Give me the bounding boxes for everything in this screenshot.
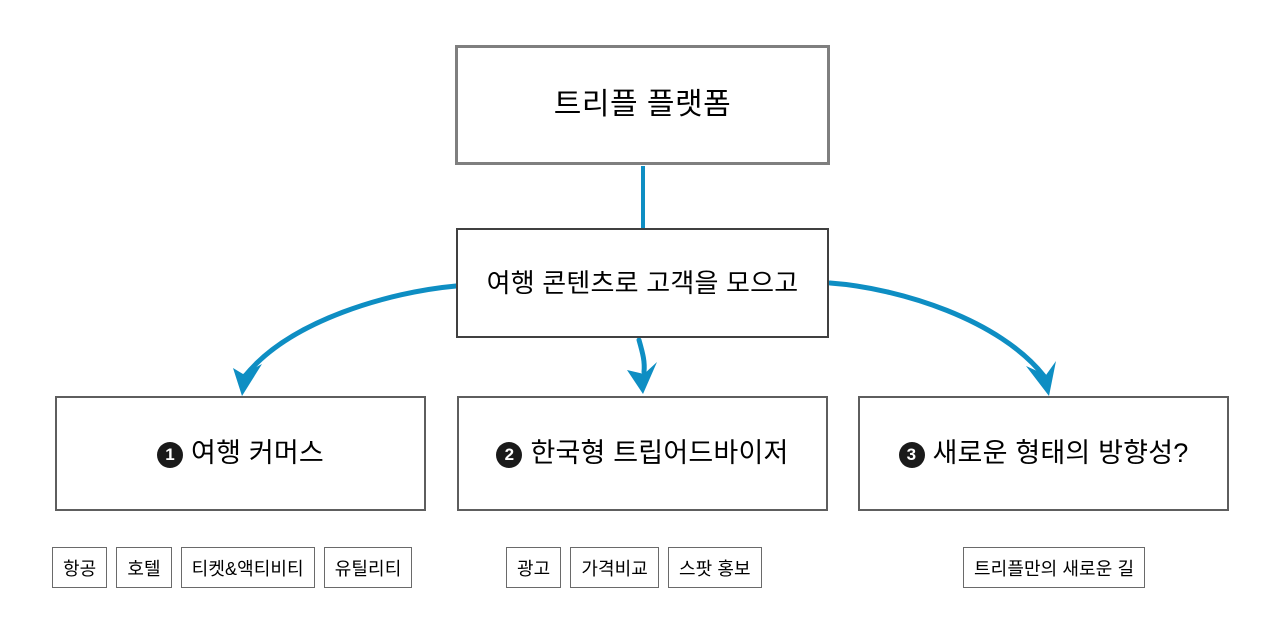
node-travel-content-label: 여행 콘텐츠로 고객을 모으고: [486, 267, 799, 298]
node-branch-1[interactable]: 1 여행 커머스: [55, 396, 426, 511]
node-triple-platform-label: 트리플 플랫폼: [553, 88, 732, 122]
tag-item[interactable]: 스팟 홍보: [667, 547, 762, 588]
arrow-to-branch-1: [242, 283, 459, 379]
arrowhead-branch-3: [1026, 361, 1056, 396]
arrowhead-branch-1: [233, 364, 262, 396]
node-branch-1-label: 여행 커머스: [191, 437, 324, 468]
node-branch-3-label: 새로운 형태의 방향성?: [932, 437, 1189, 468]
badge-number-2: 2: [496, 441, 523, 468]
badge-number-3: 3: [898, 441, 925, 468]
tag-item[interactable]: 유틸리티: [323, 547, 413, 588]
tag-item[interactable]: 티켓&액티비티: [180, 547, 315, 588]
node-triple-platform[interactable]: 트리플 플랫폼: [455, 45, 830, 165]
arrow-to-branch-2: [636, 337, 647, 375]
badge-number-1: 1: [157, 441, 184, 468]
tag-item[interactable]: 항공: [52, 547, 108, 588]
node-branch-2-label: 한국형 트립어드바이저: [530, 437, 789, 468]
node-branch-3[interactable]: 3 새로운 형태의 방향성?: [858, 396, 1229, 511]
arrowhead-branch-2: [627, 362, 657, 394]
node-travel-content[interactable]: 여행 콘텐츠로 고객을 모으고: [456, 228, 829, 338]
tag-item[interactable]: 호텔: [116, 547, 172, 588]
tag-row-branch-3: 트리플만의 새로운 길: [963, 547, 1146, 588]
tag-item[interactable]: 트리플만의 새로운 길: [963, 547, 1146, 588]
tag-row-branch-1: 항공 호텔 티켓&액티비티 유틸리티: [52, 547, 413, 588]
node-branch-2[interactable]: 2 한국형 트립어드바이저: [457, 396, 828, 511]
tag-row-branch-2: 광고 가격비교 스팟 홍보: [506, 547, 762, 588]
arrow-to-branch-3: [827, 280, 1047, 379]
tag-item[interactable]: 가격비교: [570, 547, 659, 588]
node-branch-2-label-group: 2 한국형 트립어드바이저: [496, 437, 788, 471]
node-branch-3-label-group: 3 새로운 형태의 방향성?: [898, 437, 1189, 471]
tag-item[interactable]: 광고: [506, 547, 562, 588]
node-branch-1-label-group: 1 여행 커머스: [157, 437, 324, 471]
